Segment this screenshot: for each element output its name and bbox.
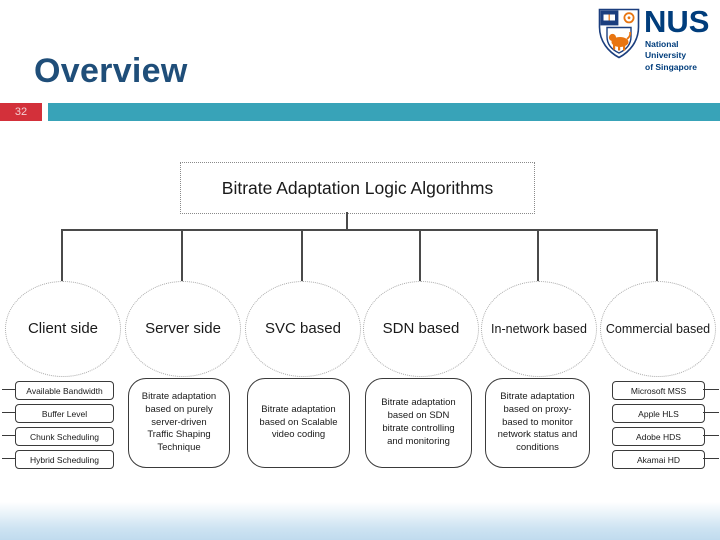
connector-horizontal — [61, 229, 658, 231]
leaf-svc-description: Bitrate adaptation based on Scalable vid… — [247, 378, 350, 468]
connector-stub — [703, 458, 719, 459]
node-client-side: Client side — [5, 281, 121, 377]
leaf-sdn-description: Bitrate adaptation based on SDN bitrate … — [365, 378, 472, 468]
connector-drop — [656, 231, 658, 281]
leaf-available-bandwidth: Available Bandwidth — [15, 381, 114, 400]
page-number-badge: 32 — [0, 103, 42, 121]
connector-stub — [2, 412, 15, 413]
connector-root-vertical — [346, 212, 348, 230]
connector-drop — [301, 231, 303, 281]
leaf-buffer-level: Buffer Level — [15, 404, 114, 423]
leaf-adobe-hds: Adobe HDS — [612, 427, 705, 446]
nus-subtitle-line2: of Singapore — [645, 61, 697, 72]
connector-stub — [2, 435, 15, 436]
connector-stub — [2, 458, 15, 459]
diagram-root-node: Bitrate Adaptation Logic Algorithms — [180, 162, 535, 214]
node-svc-based: SVC based — [245, 281, 361, 377]
leaf-apple-hls: Apple HLS — [612, 404, 705, 423]
connector-drop — [537, 231, 539, 281]
nus-acronym: NUS — [644, 4, 710, 39]
leaf-server-side-description: Bitrate adaptation based on purely serve… — [128, 378, 230, 468]
leaf-chunk-scheduling: Chunk Scheduling — [15, 427, 114, 446]
leaf-hybrid-scheduling: Hybrid Scheduling — [15, 450, 114, 469]
page-title: Overview — [34, 52, 188, 90]
nus-subtitle: National University of Singapore — [645, 39, 716, 73]
leaf-in-network-description: Bitrate adaptation based on proxy-based … — [485, 378, 590, 468]
nus-logo: NUS National University of Singapore — [598, 4, 716, 72]
node-sdn-based: SDN based — [363, 281, 479, 377]
connector-stub — [703, 412, 719, 413]
nus-subtitle-line1: National University — [645, 39, 687, 61]
connector-drop — [419, 231, 421, 281]
connector-stub — [2, 389, 15, 390]
nus-crest-icon — [598, 8, 640, 59]
connector-drop — [181, 231, 183, 281]
node-in-network-based: In-network based — [481, 281, 597, 377]
connector-drop — [61, 231, 63, 281]
leaf-akamai-hd: Akamai HD — [612, 450, 705, 469]
accent-bar — [48, 103, 720, 121]
node-server-side: Server side — [125, 281, 241, 377]
connector-stub — [703, 435, 719, 436]
connector-stub — [703, 389, 719, 390]
footer-gradient-bar — [0, 502, 720, 540]
leaf-microsoft-mss: Microsoft MSS — [612, 381, 705, 400]
node-commercial-based: Commercial based — [600, 281, 716, 377]
